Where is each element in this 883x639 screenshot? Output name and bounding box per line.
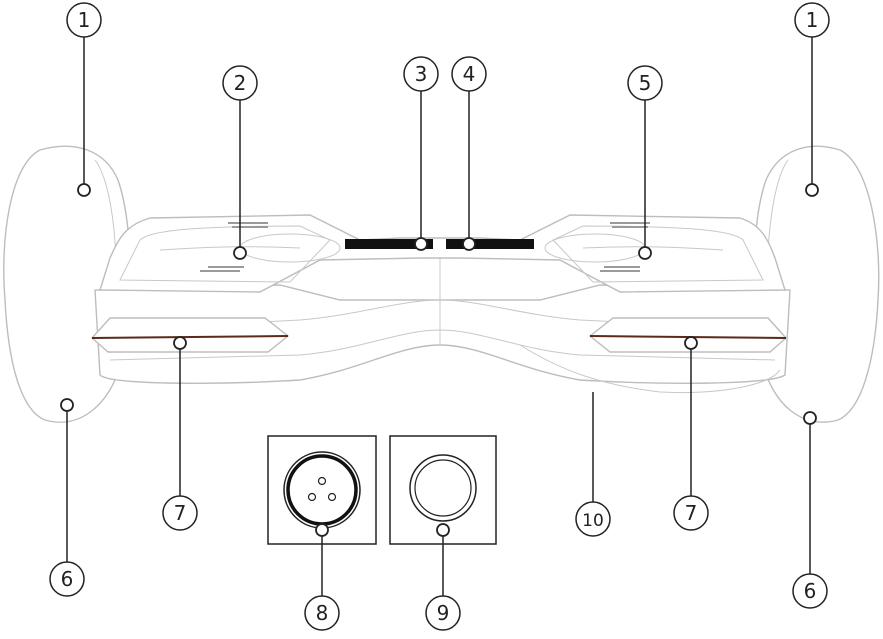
callout-9: 9 xyxy=(426,596,460,630)
callout-label: 1 xyxy=(78,8,91,32)
callout-1-left: 1 xyxy=(67,3,101,37)
callout-label: 10 xyxy=(582,511,604,531)
left-led-bar xyxy=(92,318,288,352)
callout-4: 4 xyxy=(452,57,486,91)
callout-7-left: 7 xyxy=(163,496,197,530)
callout-label: 4 xyxy=(463,62,476,86)
callout-10: 10 xyxy=(576,502,610,536)
top-platform xyxy=(100,215,785,292)
callout-3: 3 xyxy=(404,57,438,91)
callout-label: 6 xyxy=(804,579,817,603)
callout-6-right: 6 xyxy=(793,574,827,608)
callout-5: 5 xyxy=(628,66,662,100)
callout-6-left: 6 xyxy=(50,562,84,596)
callout-label: 1 xyxy=(806,8,819,32)
callout-8: 8 xyxy=(305,596,339,630)
callout-label: 9 xyxy=(437,601,450,625)
power-indicator xyxy=(446,239,534,249)
callout-label: 5 xyxy=(639,71,652,95)
callout-1-right: 1 xyxy=(795,3,829,37)
callout-label: 7 xyxy=(174,501,187,525)
callout-label: 2 xyxy=(234,71,247,95)
callout-label: 3 xyxy=(415,62,428,86)
callout-2: 2 xyxy=(223,66,257,100)
callout-label: 7 xyxy=(685,501,698,525)
callout-label: 8 xyxy=(316,601,329,625)
callout-label: 6 xyxy=(61,567,74,591)
callout-7-right: 7 xyxy=(674,496,708,530)
